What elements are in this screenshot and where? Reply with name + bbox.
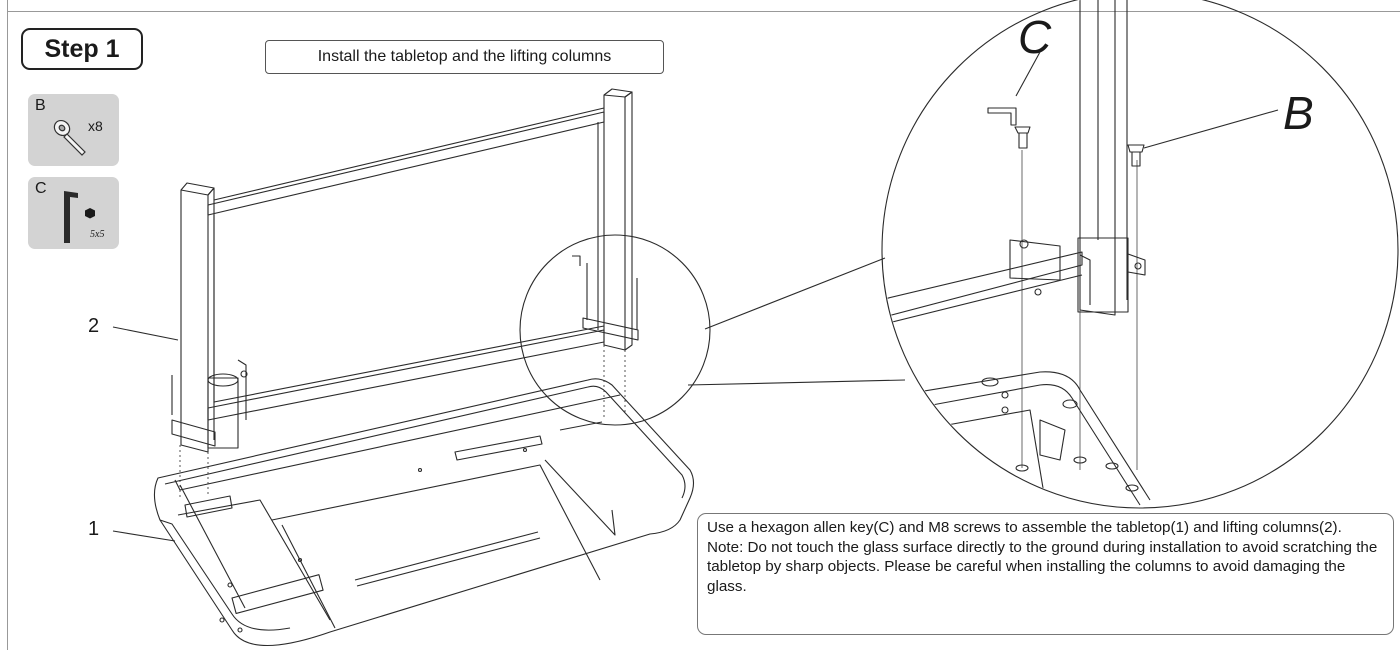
instruction-note: Use a hexagon allen key(C) and M8 screws… [697, 513, 1394, 635]
detail-marker-circle [519, 234, 711, 426]
part-size: 5x5 [90, 229, 105, 240]
part-card-screw: B x8 [28, 94, 119, 166]
detail-view [881, 0, 1399, 509]
lifting-frame-drawing [171, 88, 639, 500]
hex-key-icon [64, 191, 95, 243]
leader-line-columns [112, 326, 179, 341]
callout-tabletop: 1 [88, 518, 100, 540]
part-card-hex-key: C 5x5 [28, 177, 119, 249]
part-letter: B [35, 97, 46, 114]
step-label: Step 1 [21, 28, 143, 70]
detail-label-screw: B [1283, 87, 1314, 139]
page-border-left [7, 0, 8, 650]
tabletop-drawing [153, 378, 695, 647]
page-border-top [7, 11, 1400, 12]
part-letter: C [35, 180, 47, 197]
leader-line-tabletop [112, 530, 176, 542]
instruction-main-text: Use a hexagon allen key(C) and M8 screws… [707, 519, 1342, 536]
part-quantity: x8 [88, 118, 103, 134]
callout-columns: 2 [88, 315, 100, 337]
screw-icon [53, 119, 86, 156]
instruction-note-text: Note: Do not touch the glass surface dir… [707, 538, 1378, 595]
step-title: Install the tabletop and the lifting col… [265, 40, 664, 74]
